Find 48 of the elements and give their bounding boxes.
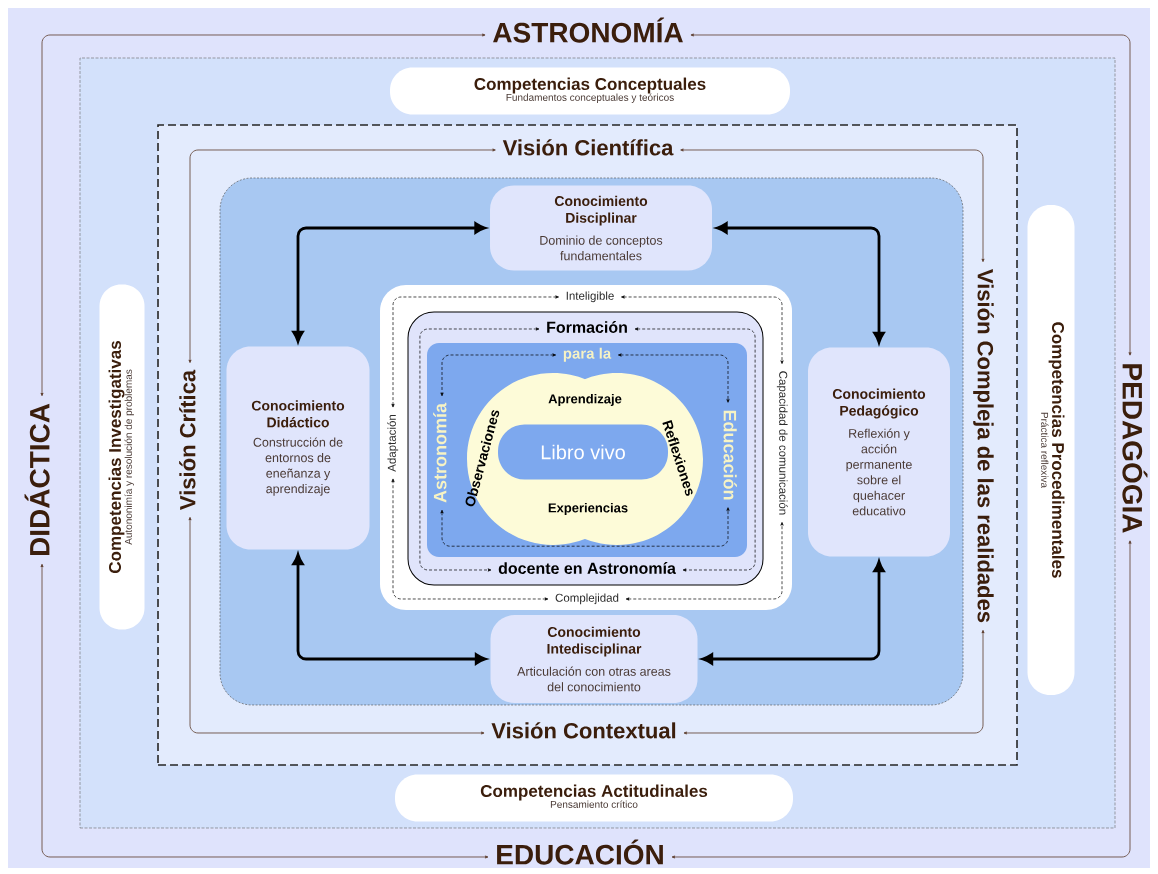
arrow [419, 327, 540, 572]
arrow [716, 222, 885, 344]
phrase-label: Educación [723, 410, 737, 500]
arrow [621, 295, 784, 364]
arrow [40, 563, 489, 859]
knowledge-box: Conocimiento Pedagógico Reflexión y acción permanente sobre el quehacer educativo [808, 347, 950, 557]
quality-label: Complejidad [555, 593, 619, 605]
quality-label: Capacidad de comunicación [776, 371, 788, 515]
quality-label: Adaptación [387, 415, 399, 472]
competence-pill: Competencias Conceptuales Fundamentos conceptuales y teóricos [390, 67, 790, 115]
heading-label: DIDÁCTICA [24, 403, 50, 556]
knowledge-box: Conocimiento Intedisciplinar Articulación con otras areas del conocimiento [490, 615, 698, 703]
heading-label: EDUCACIÓN [497, 839, 663, 865]
phrase-label: Formación [547, 321, 627, 333]
heading-label: ASTRONOMÍA [493, 17, 683, 43]
competence-pill: Competencias Actitudinales Pensamiento crítico [395, 774, 793, 822]
phrase-label: Astronomía [433, 402, 447, 503]
arrow [625, 522, 784, 601]
knowledge-box: Conocimiento Didáctico Construcción de entornos de eneñanza y aprendizaje [226, 346, 370, 550]
arrow [391, 295, 559, 408]
quality-label: Inteligible [566, 291, 614, 303]
arrow [690, 33, 1132, 356]
arrow [683, 629, 985, 735]
word-label: Experiencias [548, 502, 628, 516]
arrow [188, 516, 485, 735]
heading-label: PEDAGÓGIA [1122, 364, 1148, 533]
arrow [40, 33, 486, 397]
arrow [634, 327, 756, 572]
phrase-label: para la [563, 347, 612, 362]
vision-label: Visión Contextual [491, 722, 676, 739]
knowledge-box: Conocimiento Disciplinar Dominio de conceptos fundamentales [490, 185, 712, 271]
arrow [671, 540, 1132, 859]
arrow [292, 553, 487, 665]
arrow [618, 353, 730, 403]
arrow [391, 478, 549, 601]
arrow [188, 148, 496, 363]
arrow [680, 148, 985, 263]
arrow [440, 507, 730, 547]
word-label: Aprendizaje [548, 393, 622, 407]
competence-pill: Competencias Procedimentales Práctica reflexiva [1027, 205, 1075, 695]
arrow [440, 353, 557, 397]
vision-label: Visión Compleja de las realidades [973, 269, 994, 623]
arrow [701, 560, 885, 665]
phrase-label: docente en Astronomía [498, 562, 676, 574]
vision-label: Visión Crítica [179, 369, 196, 510]
competence-pill: Competencias Investigativas Autononimía y resolución de problemas [99, 284, 145, 630]
arrow [292, 222, 486, 343]
vision-label: Visión Científica [502, 139, 674, 156]
